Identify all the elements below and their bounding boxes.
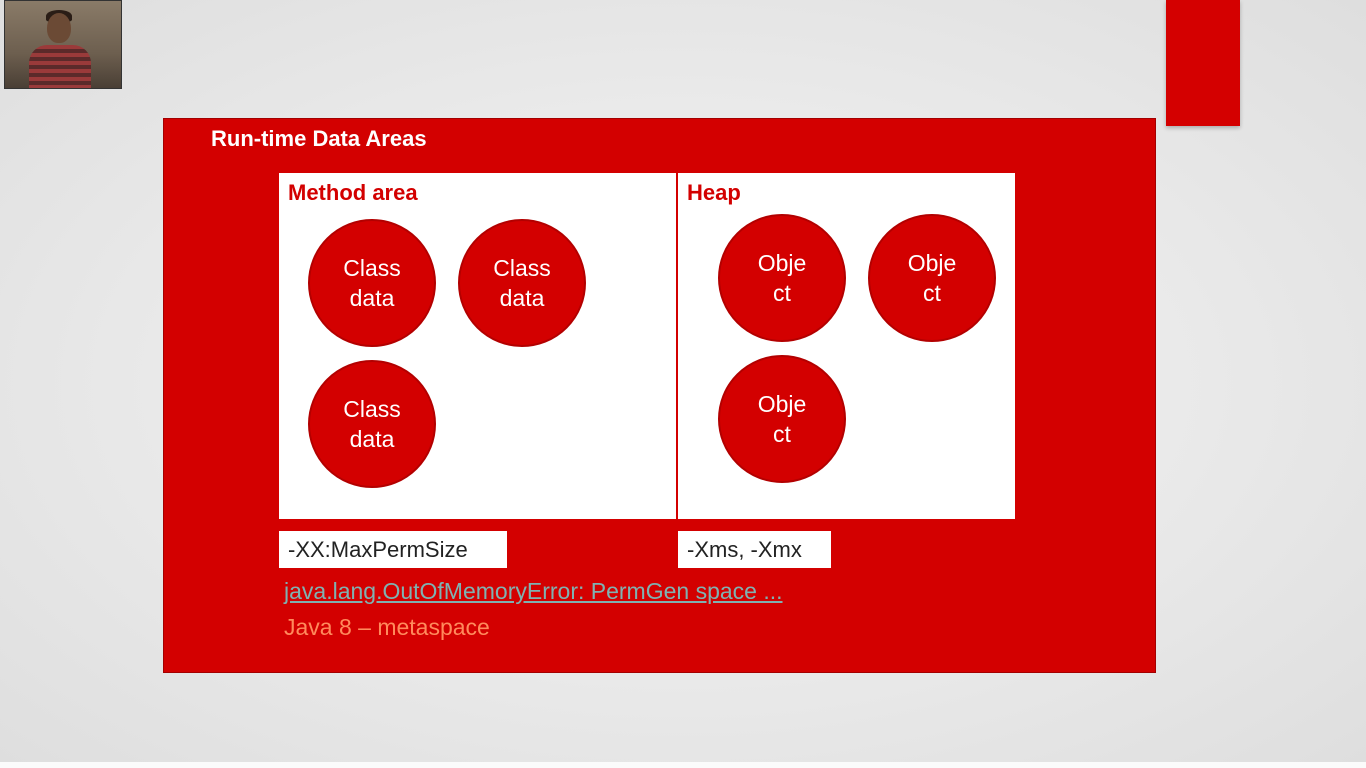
circle-label-line2: ct	[773, 280, 791, 306]
circle-label-line1: Obje	[757, 250, 807, 276]
circle-label-line2: data	[499, 285, 545, 311]
webcam-presenter-video	[4, 0, 122, 89]
circle-label-line1: Class	[343, 396, 401, 422]
presenter-head	[47, 13, 71, 43]
object-circle: Obje ct	[718, 355, 846, 483]
circle-label-line1: Class	[343, 255, 401, 281]
max-perm-size-label: -XX:MaxPermSize	[279, 531, 507, 568]
circle-label-line2: data	[349, 285, 395, 311]
class-data-circle: Class data	[458, 219, 586, 347]
circle-label-line2: ct	[773, 421, 791, 447]
bottom-strip	[0, 762, 1366, 768]
circle-label-line2: ct	[923, 280, 941, 306]
class-data-circle: Class data	[308, 360, 436, 488]
decorative-red-block	[1166, 0, 1240, 126]
out-of-memory-error-link[interactable]: java.lang.OutOfMemoryError: PermGen spac…	[284, 578, 783, 604]
xms-xmx-label: -Xms, -Xmx	[678, 531, 831, 568]
presenter-shirt	[29, 45, 91, 88]
object-circle: Obje ct	[718, 214, 846, 342]
slide-run-time-data-areas: Run-time Data Areas Method area Class da…	[163, 118, 1156, 673]
circle-label-line1: Obje	[907, 250, 957, 276]
method-area-panel: Method area Class data Class data Class …	[279, 173, 676, 519]
heap-title: Heap	[687, 180, 741, 205]
circle-label-line2: data	[349, 426, 395, 452]
java8-metaspace-note: Java 8 – metaspace	[284, 614, 490, 640]
circle-label-line1: Class	[493, 255, 551, 281]
object-circle: Obje ct	[868, 214, 996, 342]
heap-panel: Heap Obje ct Obje ct Obje ct	[678, 173, 1015, 519]
slide-title: Run-time Data Areas	[211, 126, 427, 151]
class-data-circle: Class data	[308, 219, 436, 347]
circle-label-line1: Obje	[757, 391, 807, 417]
method-area-title: Method area	[288, 180, 418, 205]
